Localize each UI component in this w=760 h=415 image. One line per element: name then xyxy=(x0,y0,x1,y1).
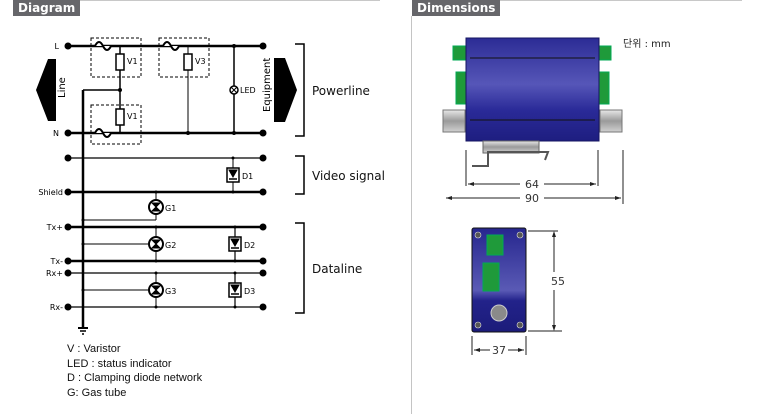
powerline-bracket xyxy=(295,43,305,137)
dim-total-width: 90 xyxy=(525,192,539,205)
unit-label: 단위 : mm xyxy=(623,39,671,50)
legend-item: V : Varistor xyxy=(67,343,121,355)
terminal-label-tx-plus: Tx+ xyxy=(46,223,63,232)
bnc-connector-left xyxy=(442,109,466,133)
legend-item: LED : status indicator xyxy=(67,357,172,370)
legend-item: G: Gas tube xyxy=(67,386,127,399)
label-v1-top: V1 xyxy=(127,57,138,66)
protection-box-1 xyxy=(90,37,142,78)
header-rule-left xyxy=(30,0,380,1)
label-g3: G3 xyxy=(165,287,176,296)
terminals xyxy=(64,42,267,311)
dimensions-section-tab: Dimensions xyxy=(412,0,501,16)
legend: V : Varistor LED : status indicator D : … xyxy=(67,342,202,400)
line-label: Line xyxy=(57,77,68,98)
group-label-video-signal: Video signal xyxy=(312,169,385,183)
varistor-v3 xyxy=(183,53,193,71)
front-bnc-connector xyxy=(490,304,508,322)
label-d3: D3 xyxy=(244,287,255,296)
terminal-label-n: N xyxy=(53,129,59,138)
bnc-connector-right xyxy=(599,109,623,133)
label-v1-bottom: V1 xyxy=(127,112,138,121)
side-view: 64 90 xyxy=(442,37,624,205)
dim-depth: 37 xyxy=(492,344,506,357)
circuit-diagram: L N Shield Tx+ Tx- Rx+ Rx- V1 V1 V3 LED … xyxy=(36,37,305,335)
varistor-v1-top xyxy=(115,53,125,71)
varistor-v1-bottom xyxy=(115,108,125,126)
fuse-l2 xyxy=(162,41,180,51)
label-g2: G2 xyxy=(165,241,176,250)
line-arrow-icon xyxy=(36,59,56,121)
protection-box-3 xyxy=(90,104,142,145)
terminal-block-left-top xyxy=(452,45,468,61)
front-view: 55 37 xyxy=(471,227,565,357)
fuse-l1 xyxy=(94,41,112,51)
label-g1: G1 xyxy=(165,204,176,213)
equipment-label: Equipment xyxy=(262,58,273,112)
diagram-section-tab: Diagram xyxy=(13,0,81,16)
header-rule-right xyxy=(412,0,742,1)
dim-height: 55 xyxy=(551,275,565,288)
terminal-block-left-bottom xyxy=(455,71,469,105)
din-clip xyxy=(482,140,540,154)
device-body-side xyxy=(465,37,600,142)
legend-item: D : Clamping diode network xyxy=(67,372,203,384)
dataline-bracket xyxy=(295,222,305,314)
front-terminal-block-top xyxy=(486,234,504,256)
terminal-label-rx-minus: Rx- xyxy=(50,303,63,312)
group-label-powerline: Powerline xyxy=(312,84,370,98)
protection-box-2 xyxy=(158,37,210,78)
label-d1: D1 xyxy=(242,172,253,181)
group-label-dataline: Dataline xyxy=(312,262,363,276)
terminal-label-l: L xyxy=(55,42,60,51)
label-d2: D2 xyxy=(244,241,255,250)
label-v3: V3 xyxy=(195,57,206,66)
dim-inner-width: 64 xyxy=(525,178,539,191)
section-divider xyxy=(411,16,412,414)
terminal-block-right-bottom xyxy=(596,71,610,105)
terminal-block-right-top xyxy=(596,45,612,61)
equipment-arrow-icon xyxy=(274,58,297,122)
terminal-label-shield: Shield xyxy=(38,188,63,197)
device-body-front xyxy=(471,227,527,333)
fuse-n xyxy=(94,128,112,138)
front-terminal-block-bottom xyxy=(482,262,500,292)
label-led: LED xyxy=(240,86,256,95)
terminal-label-rx-plus: Rx+ xyxy=(46,269,63,278)
terminal-label-tx-minus: Tx- xyxy=(49,257,63,266)
video-bracket xyxy=(295,155,305,195)
